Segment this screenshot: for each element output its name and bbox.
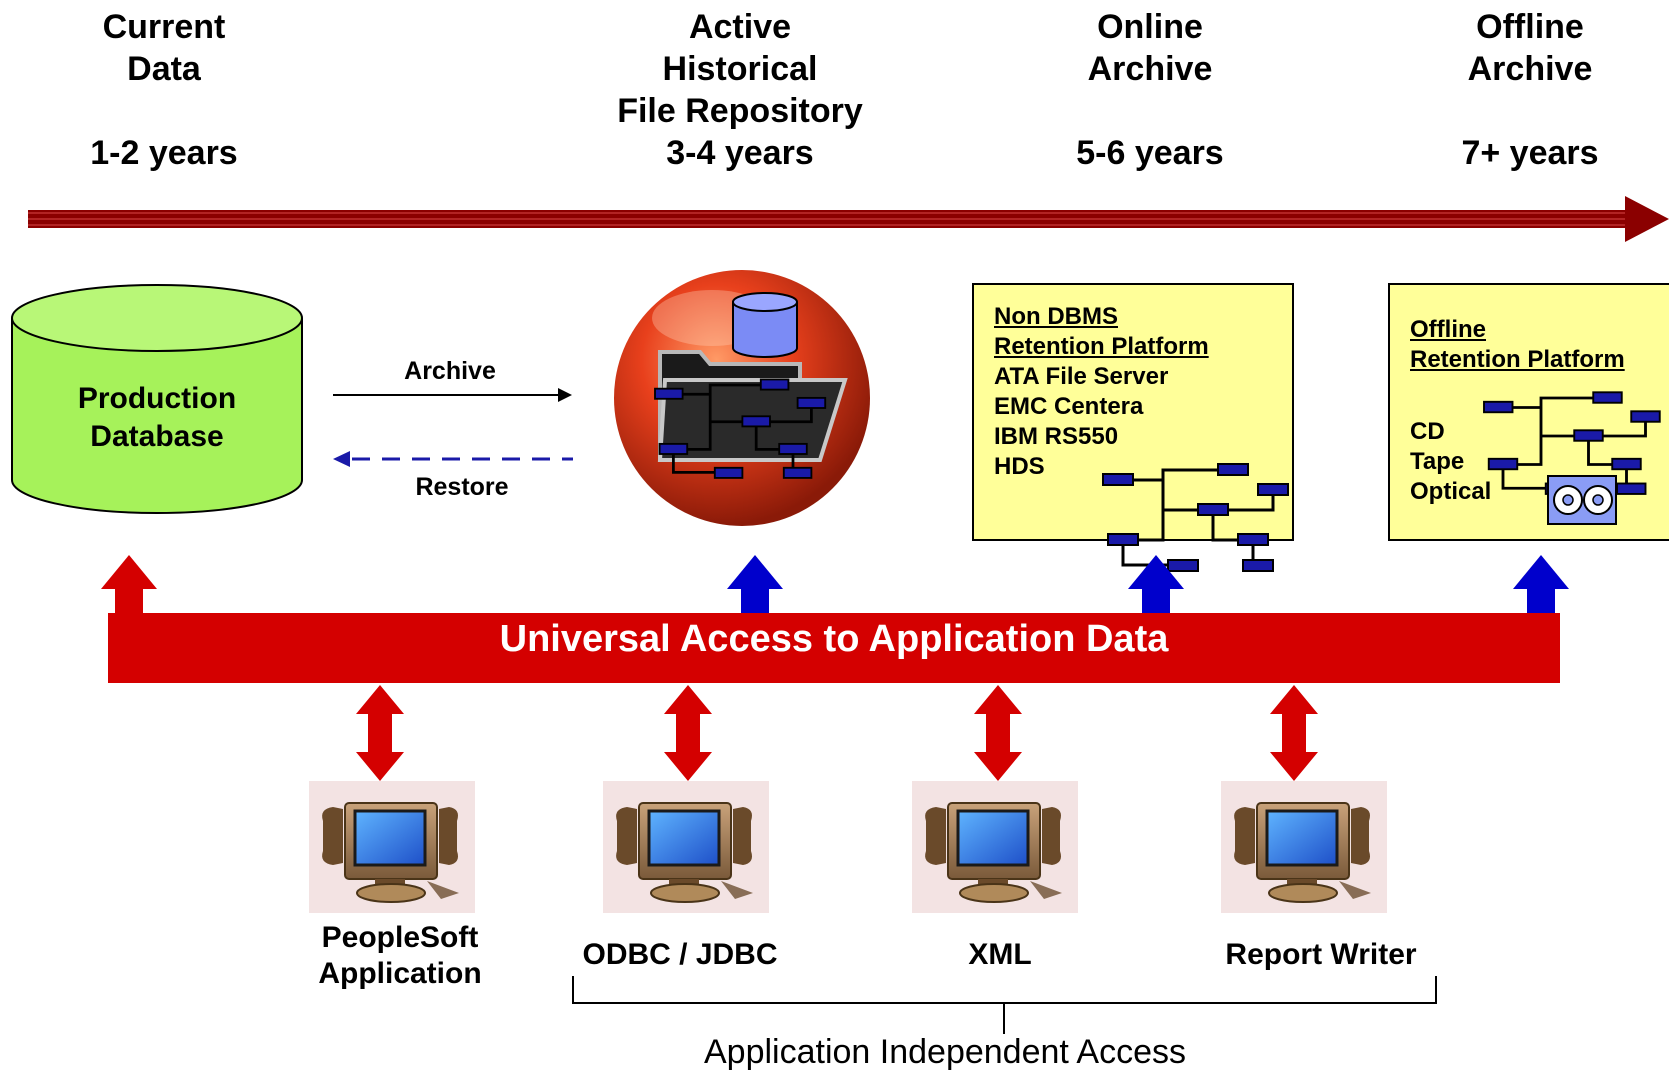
restore-arrow (333, 451, 573, 467)
timeline-title-line: Archive (1087, 50, 1213, 88)
timeline-online-archive: Online Archive 5-6 years (1040, 6, 1260, 174)
offline-box-item: CD (1410, 418, 1445, 445)
client-label-peoplesoft: PeopleSoft Application (290, 920, 510, 992)
optical-disc-icon (1547, 475, 1617, 525)
client-label-odbc-jdbc: ODBC / JDBC (560, 937, 800, 973)
offline-archive-box-items: CD Tape Optical (1410, 417, 1491, 507)
access-arrow-production (101, 555, 157, 617)
offline-archive-box (1388, 283, 1669, 541)
offline-box-item: Tape (1410, 448, 1465, 475)
client-arrow (974, 685, 1022, 781)
production-database-line: Production (77, 382, 237, 415)
online-box-item: EMC Centera (994, 393, 1144, 420)
computer-icon (1219, 779, 1389, 915)
universal-access-label: Universal Access to Application Data (499, 618, 1169, 660)
client-arrow (1270, 685, 1318, 781)
timeline-title-line: Archive (1467, 50, 1593, 88)
client-label-report-writer: Report Writer (1196, 937, 1446, 973)
timeline-years: 7+ years (1461, 134, 1599, 172)
timeline-years: 5-6 years (1076, 134, 1224, 172)
timeline-title-line: Current (102, 8, 226, 46)
client-label-line: PeopleSoft (321, 921, 479, 954)
offline-box-heading: Offline (1410, 316, 1486, 343)
timeline-title-line: Active (688, 8, 792, 46)
timeline-years: 1-2 years (90, 134, 238, 172)
online-box-heading: Non DBMS (994, 303, 1118, 330)
timeline-title-line: File Repository (617, 92, 863, 130)
access-arrow-repository (727, 555, 783, 617)
universal-access-bar (108, 613, 1560, 683)
independent-access-label: Application Independent Access (704, 1033, 1187, 1071)
archive-label: Archive (404, 357, 496, 385)
client-label-xml: XML (910, 937, 1090, 973)
computer-icon (910, 779, 1080, 915)
timeline-arrow (28, 196, 1669, 242)
client-label-line: Report Writer (1225, 938, 1417, 971)
online-box-item: HDS (994, 453, 1045, 480)
timeline-current: Current Data 1-2 years (60, 6, 268, 174)
client-label-line: XML (968, 938, 1032, 971)
offline-box-item: Optical (1410, 478, 1492, 505)
independent-access-bracket (572, 976, 1437, 1034)
access-arrow-online (1128, 555, 1184, 617)
timeline-active-historical: Active Historical File Repository 3-4 ye… (560, 6, 920, 174)
online-box-item: IBM RS550 (994, 423, 1119, 450)
production-database-line: Database (90, 420, 224, 453)
timeline-title-line: Data (127, 50, 201, 88)
client-label-line: Application (318, 957, 482, 990)
online-archive-box-text: Non DBMS Retention Platform ATA File Ser… (994, 302, 1209, 482)
repository-sphere-icon (614, 270, 870, 526)
client-arrow (664, 685, 712, 781)
timeline-title-line: Offline (1476, 8, 1584, 46)
timeline-offline-archive: Offline Archive 7+ years (1420, 6, 1640, 174)
online-box-item: ATA File Server (994, 363, 1169, 390)
timeline-years: 3-4 years (666, 134, 814, 172)
online-box-heading: Retention Platform (994, 333, 1209, 360)
restore-label: Restore (415, 473, 509, 501)
timeline-title-line: Online (1097, 8, 1203, 46)
timeline-title-line: Historical (662, 50, 818, 88)
client-label-line: ODBC / JDBC (582, 938, 778, 971)
production-database-label: Production Database (22, 380, 292, 456)
computer-icon (601, 779, 771, 915)
access-arrow-offline (1513, 555, 1569, 617)
archive-arrow (333, 388, 572, 402)
computer-icon (307, 779, 477, 915)
online-archive-box (972, 283, 1294, 573)
offline-archive-box-text: Offline Retention Platform (1410, 315, 1625, 375)
client-arrow (356, 685, 404, 781)
offline-box-heading: Retention Platform (1410, 346, 1625, 373)
database-icon (11, 284, 303, 514)
